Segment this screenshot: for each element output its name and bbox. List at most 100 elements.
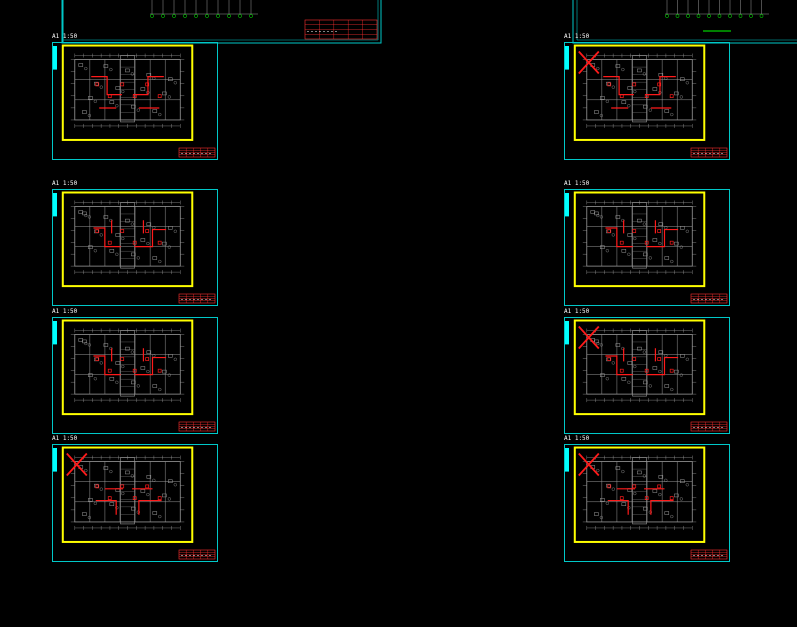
fixture xyxy=(94,81,99,86)
fixture xyxy=(633,364,637,369)
cross-mark xyxy=(578,50,600,75)
fixture xyxy=(167,497,171,501)
fixture xyxy=(140,87,146,91)
fixture xyxy=(130,72,134,76)
drawing-sheet-right-3[interactable] xyxy=(564,317,730,434)
fixture xyxy=(680,354,685,358)
drawing-sheet-left-3[interactable] xyxy=(52,317,218,434)
sheet-label: A1 1:50 xyxy=(52,435,78,442)
fixture xyxy=(658,475,664,479)
fixture xyxy=(99,487,103,491)
fixture xyxy=(627,252,631,256)
fixture xyxy=(167,95,171,99)
fixture xyxy=(642,222,646,226)
fixture xyxy=(121,89,125,94)
pipe-fixture xyxy=(132,240,137,245)
pipe-fixture xyxy=(619,240,624,245)
pipe-run xyxy=(605,220,679,248)
pipe-fixture xyxy=(644,368,649,373)
fixture xyxy=(600,96,605,100)
fixture xyxy=(115,86,121,90)
grid-bubble xyxy=(738,14,743,18)
fixture xyxy=(131,506,136,511)
fixture xyxy=(621,377,627,381)
fixture xyxy=(674,493,679,498)
pipe-fixture xyxy=(607,229,612,233)
fixture xyxy=(88,96,93,100)
fixture xyxy=(648,256,652,260)
pipe-fixture xyxy=(157,368,162,373)
sheet-frame xyxy=(564,317,730,434)
fixture xyxy=(146,241,150,246)
fixture xyxy=(82,339,87,344)
fixture xyxy=(594,512,599,516)
pipe-fixture xyxy=(644,240,649,245)
fixture xyxy=(109,249,115,253)
pipe-fixture xyxy=(107,496,112,501)
fixture xyxy=(131,380,136,385)
grid-bubble xyxy=(728,14,732,18)
fixture xyxy=(152,354,156,358)
sheet-frame xyxy=(61,0,382,44)
stair-core xyxy=(632,457,647,525)
sheet-frame xyxy=(52,317,218,434)
fixture xyxy=(115,252,119,256)
fixture xyxy=(109,502,115,506)
drawing-sheet-right-4[interactable] xyxy=(564,444,730,562)
sheet-label: A1 1:50 xyxy=(564,308,590,315)
drawing-sheet-left-1[interactable] xyxy=(52,42,218,160)
fixture xyxy=(109,67,113,72)
grid-bubble xyxy=(150,14,154,18)
grid-bubble xyxy=(686,14,690,18)
fixture xyxy=(599,113,603,118)
drawing-sheet-right-2[interactable] xyxy=(564,189,730,306)
fixture xyxy=(146,369,150,374)
drawing-sheet-left-2[interactable] xyxy=(52,189,218,306)
fixture xyxy=(670,387,674,392)
sheet-graphics xyxy=(52,317,218,434)
fixture xyxy=(605,501,609,505)
pipe-fixture xyxy=(145,484,150,489)
fixture xyxy=(605,249,609,253)
pipe-fixture xyxy=(145,357,150,361)
fixture xyxy=(685,483,689,487)
drawing-sheet-top-left[interactable] xyxy=(61,0,382,44)
pipe-fixture xyxy=(145,229,150,233)
fixture xyxy=(643,104,648,109)
fixture xyxy=(621,67,625,72)
fixture xyxy=(670,112,674,117)
grid-bubble xyxy=(249,14,253,18)
pipe-fixture xyxy=(607,357,612,361)
drawing-sheet-right-1[interactable] xyxy=(564,42,730,160)
fixture xyxy=(94,229,99,234)
fixture xyxy=(103,64,109,68)
pipe-fixture xyxy=(95,229,100,233)
fixture xyxy=(633,236,637,241)
fixture xyxy=(637,68,642,73)
drawing-border xyxy=(573,44,706,141)
sheet-accent-bar xyxy=(53,46,57,70)
pipe-fixture xyxy=(632,229,637,233)
fixture xyxy=(652,238,658,242)
fixture xyxy=(633,491,637,496)
pipe-fixture xyxy=(132,368,137,373)
fixture xyxy=(115,233,121,237)
pipe-fixture xyxy=(95,357,100,361)
fixture xyxy=(84,66,88,71)
pipe-fixture xyxy=(120,484,125,489)
fixture xyxy=(136,384,140,388)
fixture xyxy=(658,369,662,374)
fixture xyxy=(130,350,134,354)
fixture xyxy=(121,236,125,241)
fixture xyxy=(103,466,109,470)
fixture xyxy=(606,357,611,362)
drawing-sheet-top-right[interactable] xyxy=(572,0,797,44)
fixture xyxy=(611,85,615,89)
sheet-graphics xyxy=(61,0,382,44)
drawing-sheet-left-4[interactable] xyxy=(52,444,218,562)
pipe-fixture xyxy=(107,368,112,373)
fixture xyxy=(131,104,136,109)
sheet-graphics xyxy=(564,444,730,562)
drawing-border xyxy=(61,44,194,141)
